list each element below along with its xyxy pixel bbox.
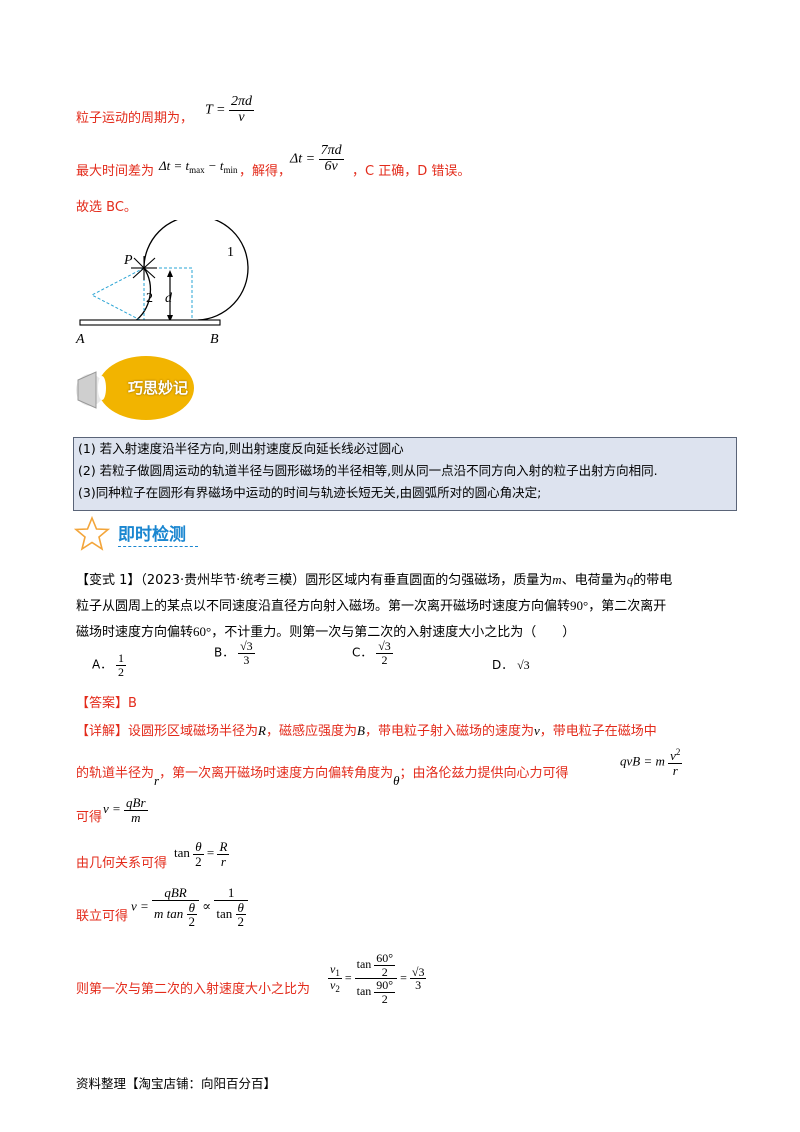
- footer: 资料整理【淘宝店铺：向阳百分百】: [76, 1076, 277, 1091]
- conclusion: ，C 正确，D 错误。: [352, 164, 471, 179]
- tip-badge: 巧思妙记: [66, 350, 206, 425]
- max-diff-formula: Δt = tmax − tmin: [159, 158, 238, 175]
- label-1: 1: [227, 245, 234, 260]
- physics-figure: P 1 2 d A B: [75, 220, 249, 347]
- label-A: A: [75, 332, 85, 347]
- max-diff-line: 最大时间差为: [76, 164, 155, 179]
- question: 【变式 1】（2023·贵州毕节·统考三模）圆形区域内有垂直圆面的匀强磁场，质量…: [76, 567, 736, 645]
- tip-box: (1) 若入射速度沿半径方向,则出射速度反向延长线必过圆心 (2) 若粒子做圆周…: [73, 437, 737, 511]
- tip-3: (3)同种粒子在圆形有界磁场中运动的时间与轨迹长短无关,由圆弧所对的圆心角决定;: [78, 485, 542, 500]
- dashed-rect: [144, 267, 193, 320]
- detail-line-2: 的轨道半径为r，第一次离开磁场时速度方向偏转角度为θ；由洛伦兹力提供向心力可得: [76, 766, 569, 788]
- star-icon: [74, 516, 110, 551]
- bulb-icon: [76, 356, 194, 420]
- section-title: 即时检测: [118, 525, 186, 545]
- solve-label: ，解得，: [239, 164, 292, 179]
- trajectory-2: [133, 267, 151, 323]
- period-line: 粒子运动的周期为，: [76, 111, 194, 126]
- tip-badge-text: 巧思妙记: [127, 379, 188, 397]
- detail-line-3: 可得: [76, 810, 103, 825]
- question-line-1: 【变式 1】（2023·贵州毕节·统考三模）圆形区域内有垂直圆面的匀强磁场，质量…: [76, 572, 673, 588]
- tip-2: (2) 若粒子做圆周运动的轨道半径与圆形磁场的半径相等,则从同一点沿不同方向入射…: [78, 463, 658, 478]
- question-line-2: 粒子从圆周上的某点以不同速度沿直径方向射入磁场。第一次离开磁场时速度方向偏转90…: [76, 598, 667, 614]
- trajectory-1: [143, 220, 249, 321]
- detail-line-5: 联立可得: [76, 909, 129, 924]
- section-underline: [118, 546, 198, 547]
- section-header: 即时检测: [74, 514, 204, 554]
- detail-line-4: 由几何关系可得: [76, 856, 168, 871]
- option-d[interactable]: D． √3: [492, 658, 530, 672]
- question-line-3: 磁场时速度方向偏转60°，不计重力。则第一次与第二次的入射速度大小之比为（ ）: [76, 624, 576, 640]
- detail-line-1: 【详解】设圆形区域磁场半径为R，磁感应强度为B，带电粒子射入磁场的速度为v，带电…: [76, 723, 657, 739]
- answer-line: 【答案】B: [76, 696, 137, 711]
- label-B: B: [210, 332, 219, 347]
- label-d: d: [165, 291, 173, 306]
- dashed-triangle: [90, 267, 145, 323]
- label-2: 2: [146, 291, 153, 306]
- plate-AB: [79, 319, 221, 326]
- label-P: P: [123, 253, 133, 268]
- choose-line: 故选 BC。: [76, 200, 137, 215]
- velocity-arrows: [131, 256, 157, 280]
- detail-line-6: 则第一次与第二次的入射速度大小之比为: [76, 982, 311, 997]
- tip-1: (1) 若入射速度沿半径方向,则出射速度反向延长线必过圆心: [78, 441, 404, 456]
